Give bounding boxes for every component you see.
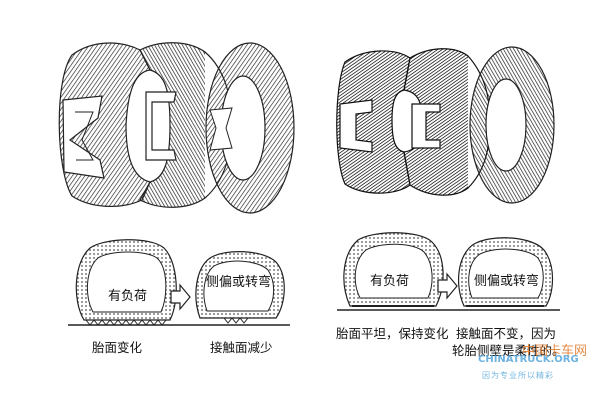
left-footprint-diagrams bbox=[68, 239, 290, 326]
watermark-slogan: 因为专业所以精彩 bbox=[482, 371, 554, 380]
right-bottom-left-caption: 胎面平坦，保持变化 bbox=[336, 326, 449, 341]
loaded-tire-right bbox=[343, 232, 444, 307]
right-turning-label: 侧偏或转弯 bbox=[474, 274, 540, 289]
loaded-tire-left bbox=[75, 239, 177, 326]
tire-section-6 bbox=[469, 46, 555, 204]
tire-section-1 bbox=[58, 42, 151, 207]
left-bottom-right-caption: 接触面减少 bbox=[210, 340, 273, 355]
tire-section-4 bbox=[336, 50, 411, 194]
right-tire-cross-sections bbox=[336, 46, 555, 204]
left-tire-cross-sections bbox=[58, 42, 295, 214]
right-bottom-right-caption-line1: 接触面不变，因为 bbox=[456, 326, 557, 341]
arrow-right bbox=[437, 272, 458, 300]
left-loaded-label: 有负荷 bbox=[108, 289, 148, 304]
left-bottom-left-caption: 胎面变化 bbox=[92, 340, 143, 355]
turning-tire-left bbox=[195, 251, 285, 324]
left-turning-label: 侧偏或转弯 bbox=[206, 275, 272, 290]
tire-section-3 bbox=[205, 42, 295, 214]
right-bottom-right-caption-line2: 轮胎侧壁是柔性的。 bbox=[452, 343, 565, 358]
arrow-left bbox=[170, 283, 191, 311]
right-footprint-diagrams bbox=[337, 232, 560, 311]
watermark-site-en: CHINATRUCK.ORG bbox=[478, 354, 579, 365]
turning-tire-right bbox=[457, 237, 554, 307]
right-loaded-label: 有负荷 bbox=[370, 274, 410, 289]
watermark-site-cn: 中国卡车网 bbox=[522, 344, 588, 359]
watermark: 中国卡车网 CHINATRUCK.ORG 因为专业所以精彩 bbox=[460, 340, 598, 390]
